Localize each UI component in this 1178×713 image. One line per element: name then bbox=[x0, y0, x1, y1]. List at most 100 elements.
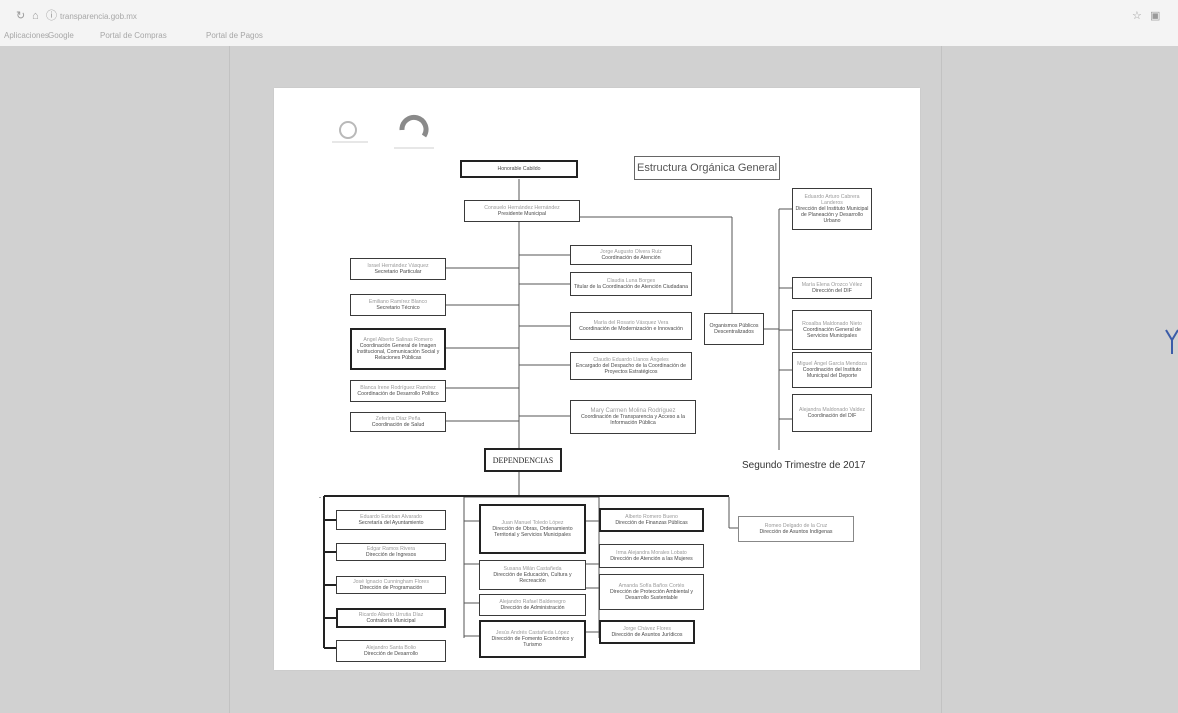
bookmark-compras[interactable]: Portal de Compras bbox=[100, 31, 167, 40]
left-unit-role: Secretario Particular bbox=[374, 269, 422, 275]
institution-logo bbox=[394, 110, 434, 150]
center-unit-5: Mary Carmen Molina Rodríguez Coordinació… bbox=[570, 400, 696, 434]
dep-role: Dirección de Obras, Ordenamiento Territo… bbox=[492, 526, 573, 538]
dep-name: Ricardo Alberto Urrutia Díaz bbox=[358, 612, 424, 618]
right-unit-role: Coordinación del Instituto Municipal del… bbox=[802, 367, 862, 379]
center-unit-name: Jorge Augusto Olvera Ruiz bbox=[600, 249, 662, 255]
center-unit-2: Claudia Luna Borges Titular de la Coordi… bbox=[570, 272, 692, 296]
decentralized-label: Organismos Públicos Descentralizados bbox=[709, 323, 759, 335]
chart-title-box: Estructura Orgánica General bbox=[634, 156, 780, 180]
president-name: Consuelo Hernández Hernández bbox=[484, 205, 560, 211]
left-unit-2: Emiliano Ramírez Blanco Secretario Técni… bbox=[350, 294, 446, 316]
bookmark-apps[interactable]: Aplicaciones bbox=[4, 31, 49, 40]
dep-role: Dirección de Asuntos Indígenas bbox=[759, 529, 833, 535]
cabildo-label: Honorable Cabildo bbox=[497, 166, 541, 172]
center-unit-role: Coordinación de Modernización e Innovaci… bbox=[579, 326, 683, 332]
left-unit-4: Blanca Irene Rodríguez Ramírez Coordinac… bbox=[350, 380, 446, 402]
dep-name: Alejandro Santa Bolio bbox=[366, 645, 416, 651]
document-viewer[interactable]: Honorable Cabildo Estructura Orgánica Ge… bbox=[0, 46, 1178, 713]
bookmark-pagos[interactable]: Portal de Pagos bbox=[206, 31, 263, 40]
center-unit-role: Coordinación de Transparencia y Acceso a… bbox=[580, 414, 686, 426]
center-unit-1: Jorge Augusto Olvera Ruiz Coordinación d… bbox=[570, 245, 692, 265]
dep-name: Amanda Sofía Baños Cortés bbox=[618, 583, 685, 589]
dep-role: Dirección de Finanzas Públicas bbox=[615, 520, 688, 526]
center-unit-role: Coordinación de Atención bbox=[601, 255, 661, 261]
left-unit-name: Zeferina Díaz Peña bbox=[375, 416, 421, 422]
seal-logo bbox=[332, 116, 368, 144]
extension-icon[interactable]: ▣ bbox=[1150, 10, 1161, 22]
right-unit-role: Dirección del Instituto Municipal de Pla… bbox=[795, 206, 869, 224]
dependencias-header: DEPENDENCIAS bbox=[484, 448, 562, 472]
url-bar[interactable]: transparencia.gob.mx bbox=[60, 12, 137, 21]
dep-role: Secretaría del Ayuntamiento bbox=[358, 520, 424, 526]
decentralized-box: Organismos Públicos Descentralizados bbox=[704, 313, 764, 345]
dep-col1-3: José Ignacio Cunningham Flores Dirección… bbox=[336, 576, 446, 594]
dep-col3-4: Jorge Chávez Flores Dirección de Asuntos… bbox=[599, 620, 695, 644]
dep-col2-1: Juan Manuel Toledo López Dirección de Ob… bbox=[479, 504, 586, 554]
right-unit-name: María Elena Orozco Vélez bbox=[801, 282, 863, 288]
back-icon[interactable]: ↻ bbox=[16, 10, 26, 22]
right-unit-name: Eduardo Arturo Cabrera Landeros bbox=[804, 194, 860, 206]
center-unit-name: María del Rosario Vásquez Vera bbox=[593, 320, 669, 326]
president-role: Presidente Municipal bbox=[497, 211, 547, 217]
dep-name: José Ignacio Cunningham Flores bbox=[353, 579, 429, 585]
dep-name: Juan Manuel Toledo López bbox=[501, 520, 564, 526]
dep-name: Jesús Andrés Castañeda López bbox=[495, 630, 570, 636]
bookmark-google[interactable]: Google bbox=[48, 31, 74, 40]
dep-role: Dirección de Ingresos bbox=[365, 552, 417, 558]
dep-col1-2: Edgar Ramos Rivera Dirección de Ingresos bbox=[336, 543, 446, 561]
center-unit-name: Mary Carmen Molina Rodríguez bbox=[590, 408, 676, 414]
dep-name: Romeo Delgado de la Cruz bbox=[764, 523, 828, 529]
right-unit-name: Miguel Ángel García Mendoza bbox=[797, 361, 867, 367]
dep-col1-1: Eduardo Esteban Alvarado Secretaría del … bbox=[336, 510, 446, 530]
home-icon[interactable]: ⌂ bbox=[32, 10, 39, 22]
dep-role: Dirección de Desarrollo bbox=[364, 651, 418, 657]
dep-role: Contraloría Municipal bbox=[366, 618, 416, 624]
dep-role: Dirección de Atención a las Mujeres bbox=[610, 556, 693, 562]
dep-role: Dirección de Programación bbox=[359, 585, 423, 591]
left-unit-role: Coordinación de Salud bbox=[371, 422, 425, 428]
center-unit-name: Claudia Luna Borges bbox=[606, 278, 656, 284]
center-unit-4: Claudio Eduardo Llanos Ángeles Encargado… bbox=[570, 352, 692, 380]
left-unit-role: Coordinación General de Imagen Instituci… bbox=[356, 343, 440, 361]
right-unit-name: Rosalba Maldonado Nieto bbox=[802, 321, 862, 327]
president-box: Consuelo Hernández Hernández Presidente … bbox=[464, 200, 580, 222]
center-unit-role: Titular de la Coordinación de Atención C… bbox=[573, 284, 688, 290]
dep-role: Dirección de Asuntos Jurídicos bbox=[611, 632, 683, 638]
cabildo-box: Honorable Cabildo bbox=[460, 160, 578, 178]
right-unit-4: Miguel Ángel García Mendoza Coordinación… bbox=[792, 352, 872, 388]
dep-role: Dirección de Protección Ambiental y Desa… bbox=[609, 589, 694, 601]
dep-name: Alberto Romero Bueno bbox=[625, 514, 678, 520]
right-unit-5: Alejandra Maldonado Valdez Coordinación … bbox=[792, 394, 872, 432]
period-label: Segundo Trimestre de 2017 bbox=[742, 460, 866, 471]
dep-col2-3: Alejandro Rafael Baldenegro Dirección de… bbox=[479, 594, 586, 616]
left-unit-3: Angel Alberto Salinas Romero Coordinació… bbox=[350, 328, 446, 370]
dep-name: Eduardo Esteban Alvarado bbox=[360, 514, 422, 520]
left-unit-name: Angel Alberto Salinas Romero bbox=[363, 337, 433, 343]
center-unit-name: Claudio Eduardo Llanos Ángeles bbox=[593, 357, 669, 363]
center-unit-role: Encargado del Despacho de la Coordinació… bbox=[575, 363, 687, 375]
document-page: Honorable Cabildo Estructura Orgánica Ge… bbox=[274, 88, 920, 670]
left-unit-name: Blanca Irene Rodríguez Ramírez bbox=[360, 385, 436, 391]
dep-role: Dirección de Fomento Económico y Turismo bbox=[491, 636, 574, 648]
dep-col2-2: Susana Milán Castañeda Dirección de Educ… bbox=[479, 560, 586, 590]
dep-name: Susana Milán Castañeda bbox=[503, 566, 562, 572]
dep-col3-3: Amanda Sofía Baños Cortés Dirección de P… bbox=[599, 574, 704, 610]
dep-col2-4: Jesús Andrés Castañeda López Dirección d… bbox=[479, 620, 586, 658]
right-unit-2: María Elena Orozco Vélez Dirección del D… bbox=[792, 277, 872, 299]
dep-name: Edgar Ramos Rivera bbox=[366, 546, 416, 552]
left-unit-role: Secretario Técnico bbox=[376, 305, 420, 311]
left-unit-name: Emiliano Ramírez Blanco bbox=[368, 299, 428, 305]
pen-mark bbox=[1160, 326, 1178, 356]
dep-col1-5: Alejandro Santa Bolio Dirección de Desar… bbox=[336, 640, 446, 662]
star-icon[interactable]: ☆ bbox=[1132, 10, 1142, 22]
dependencias-label: DEPENDENCIAS bbox=[492, 455, 554, 465]
left-unit-1: Israel Hernández Vásquez Secretario Part… bbox=[350, 258, 446, 280]
dep-role: Dirección de Educación, Cultura y Recrea… bbox=[493, 572, 572, 584]
divider bbox=[229, 46, 230, 713]
left-unit-role: Coordinación de Desarrollo Político bbox=[357, 391, 439, 397]
dep-col3-2: Irma Alejandra Morales Lobato Dirección … bbox=[599, 544, 704, 568]
right-unit-role: Dirección del DIF bbox=[812, 288, 852, 294]
right-unit-3: Rosalba Maldonado Nieto Coordinación Gen… bbox=[792, 310, 872, 350]
right-unit-name: Alejandra Maldonado Valdez bbox=[799, 407, 865, 413]
